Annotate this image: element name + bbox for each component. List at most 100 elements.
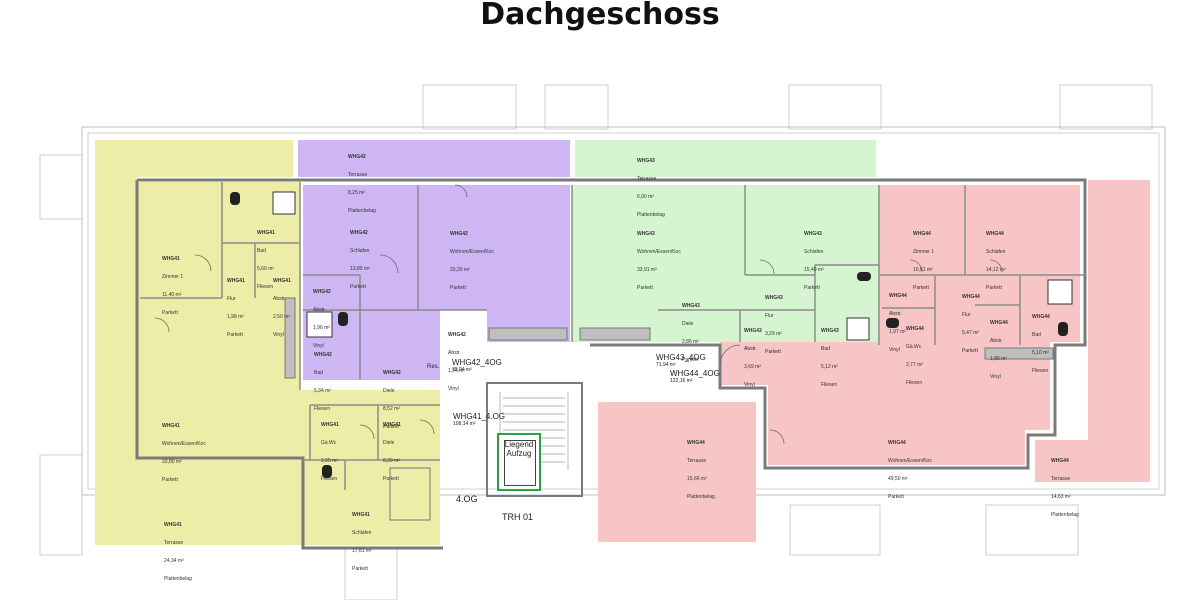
unit-label: WHG42: [313, 289, 331, 295]
room-label-whg44-bad: WHG44 Bad 5,10 m² Fliesen: [1032, 302, 1050, 380]
whg44-rooms-fill: [720, 185, 1080, 465]
room-name: Gä.Wc: [906, 344, 922, 350]
unit-total-whg41: WHG41_4.OG 108,14 m²: [453, 412, 505, 427]
room-label-whg42-schlafen: WHG42 Schlafen 13,80 m² Parkett: [350, 218, 370, 296]
room-area: 13,80 m²: [350, 266, 370, 272]
room-name: Abstr.: [313, 307, 326, 313]
unit-label: WHG41: [257, 230, 275, 236]
room-label-whg44-gawc: WHG44 Gä.Wc 2,77 m² Fliesen: [906, 314, 924, 392]
room-name: Schlafen: [350, 248, 370, 254]
room-floor: Parkett: [450, 285, 466, 291]
room-label-whg41-bad: WHG41 Bad 5,60 m² Fliesen: [257, 218, 275, 296]
unit-total-whg44: WHG44_4OG 122,16 m²: [670, 369, 720, 384]
elevator-label-line2: Aufzug: [506, 449, 532, 458]
unit-label: WHG43: [682, 303, 700, 309]
unit-label: WHG44: [990, 320, 1008, 326]
room-name: Wohnen/Essen/Koc: [888, 458, 932, 464]
unit-total-whg43: WHG43_4OG 71,94 m²: [656, 353, 706, 368]
room-name: Abstr.: [889, 311, 902, 317]
room-floor: Parkett: [962, 348, 978, 354]
room-name: Terrasse: [348, 172, 368, 178]
unit-label: WHG41: [352, 512, 370, 518]
unit-label: WHG42: [448, 332, 466, 338]
reserve-label: Res.: [427, 364, 440, 370]
room-area: 2,86 m²: [682, 339, 699, 345]
room-name: Zimmer 1: [913, 249, 935, 255]
unit-label: WHG43: [821, 328, 839, 334]
unit-label: WHG44: [687, 440, 705, 446]
fixtures: [272, 191, 1073, 521]
unit-label: WHG44: [913, 231, 931, 237]
room-floor: Vinyl: [744, 382, 755, 388]
room-name: Diele: [682, 321, 694, 327]
room-floor: Vinyl: [448, 386, 459, 392]
room-label-whg43-schlafen: WHG43 Schlafen 15,40 m² Parkett: [804, 219, 824, 297]
room-label-whg42-terrasse: WHG42 Terrasse 8,25 m² Plattenbelag: [348, 142, 376, 220]
elevator-label-line1: Liegend: [504, 440, 534, 449]
room-name: Bad: [1032, 332, 1041, 338]
room-label-whg44-flur: WHG44 Flur 5,47 m² Parkett: [962, 282, 980, 360]
room-label-whg42-abstr2: WHG42 Abstr. 1,94 m² Vinyl: [448, 320, 466, 398]
room-label-whg43-wohnen: WHG43 Wohnen/Essen/Koc 33,91 m² Parkett: [637, 219, 681, 297]
unit-total-label: WHG44_4OG: [670, 369, 720, 378]
room-area: 2,77 m²: [906, 362, 923, 368]
room-label-whg43-bad: WHG43 Bad 5,12 m² Fliesen: [821, 316, 839, 394]
whg43-terrasse-fill: [575, 140, 876, 177]
room-name: Abstr.: [990, 338, 1003, 344]
room-area: 3,29 m²: [765, 331, 782, 337]
unit-label: WHG41: [162, 423, 180, 429]
room-label-whg41-zimmer1: WHG41 Zimmer 1 11,40 m² Parkett: [162, 244, 183, 322]
room-label-whg41-abstr: WHG41 Abstr. 2,50 m² Vinyl: [273, 266, 291, 344]
room-area: 33,91 m²: [637, 267, 657, 273]
room-name: Schlafen: [986, 249, 1006, 255]
room-floor: Parkett: [804, 285, 820, 291]
unit-label: WHG43: [637, 231, 655, 237]
unit-total-area: 122,16 m²: [670, 378, 693, 384]
room-name: Wohnen/Essen/Koc: [450, 249, 494, 255]
room-label-whg41-gawc: WHG41 Gä.Wc 2,05 m² Fliesen: [321, 410, 339, 488]
room-name: Schlafen: [352, 530, 372, 536]
room-area: 24,34 m²: [164, 558, 184, 564]
room-floor: Fliesen: [821, 382, 838, 388]
room-floor: Fliesen: [906, 380, 923, 386]
room-name: Flur: [765, 313, 774, 319]
room-area: 5,12 m²: [821, 364, 838, 370]
room-area: 1,98 m²: [227, 314, 244, 320]
room-label-whg44-zimmer1: WHG44 Zimmer 1 10,61 m² Parkett: [913, 219, 934, 297]
room-floor: Parkett: [162, 310, 178, 316]
room-area: 10,61 m²: [913, 267, 933, 273]
unit-total-area: 108,14 m²: [453, 421, 476, 427]
unit-label: WHG44: [889, 293, 907, 299]
room-floor: Vinyl: [889, 347, 900, 353]
room-name: Diele: [383, 388, 395, 394]
plan-title: Dachgeschoss: [480, 0, 720, 32]
room-label-whg44-abstr2: WHG44 Abstr. 1,86 m² Vinyl: [990, 308, 1008, 386]
room-floor: Vinyl: [273, 332, 284, 338]
context-outlines: [39, 84, 1153, 600]
room-label-whg41-wohnen: WHG41 Wohnen/Essen/Koc 33,80 m² Parkett: [162, 411, 206, 489]
room-label-whg41-flur: WHG41 Flur 1,98 m² Parkett: [227, 266, 245, 344]
unit-total-label: WHG42_4OG: [452, 358, 502, 367]
walls: [135, 178, 1087, 550]
room-label-whg42-diele: WHG42 Diele 8,52 m² Parkett: [383, 358, 401, 436]
room-label-whg44-schlafen: WHG44 Schlafen 14,12 m² Parkett: [986, 219, 1006, 297]
room-area: 15,66 m²: [687, 476, 707, 482]
room-floor: Parkett: [383, 476, 399, 482]
room-area: 2,50 m²: [273, 314, 290, 320]
whg42-terrasse-fill: [298, 140, 570, 177]
room-name: Diele: [383, 440, 395, 446]
room-area: 1,97 m²: [889, 329, 906, 335]
room-floor: Parkett: [350, 284, 366, 290]
unit-label: WHG43: [765, 295, 783, 301]
room-name: Terrasse: [164, 540, 184, 546]
unit-label: WHG41: [273, 278, 291, 284]
room-floor: Parkett: [162, 477, 178, 483]
room-name: Wohnen/Essen/Koc: [162, 441, 206, 447]
room-label-whg44-terrasse2: WHG44 Terrasse 14,63 m² Plattenbelag: [1051, 446, 1079, 524]
unit-label: WHG42: [450, 231, 468, 237]
unit-label: WHG44: [1051, 458, 1069, 464]
room-area: 6,90 m²: [637, 194, 654, 200]
unit-total-area: 71,94 m²: [656, 362, 676, 368]
room-label-whg43-flur: WHG43 Flur 3,29 m² Parkett: [765, 283, 783, 361]
room-floor: Parkett: [986, 285, 1002, 291]
